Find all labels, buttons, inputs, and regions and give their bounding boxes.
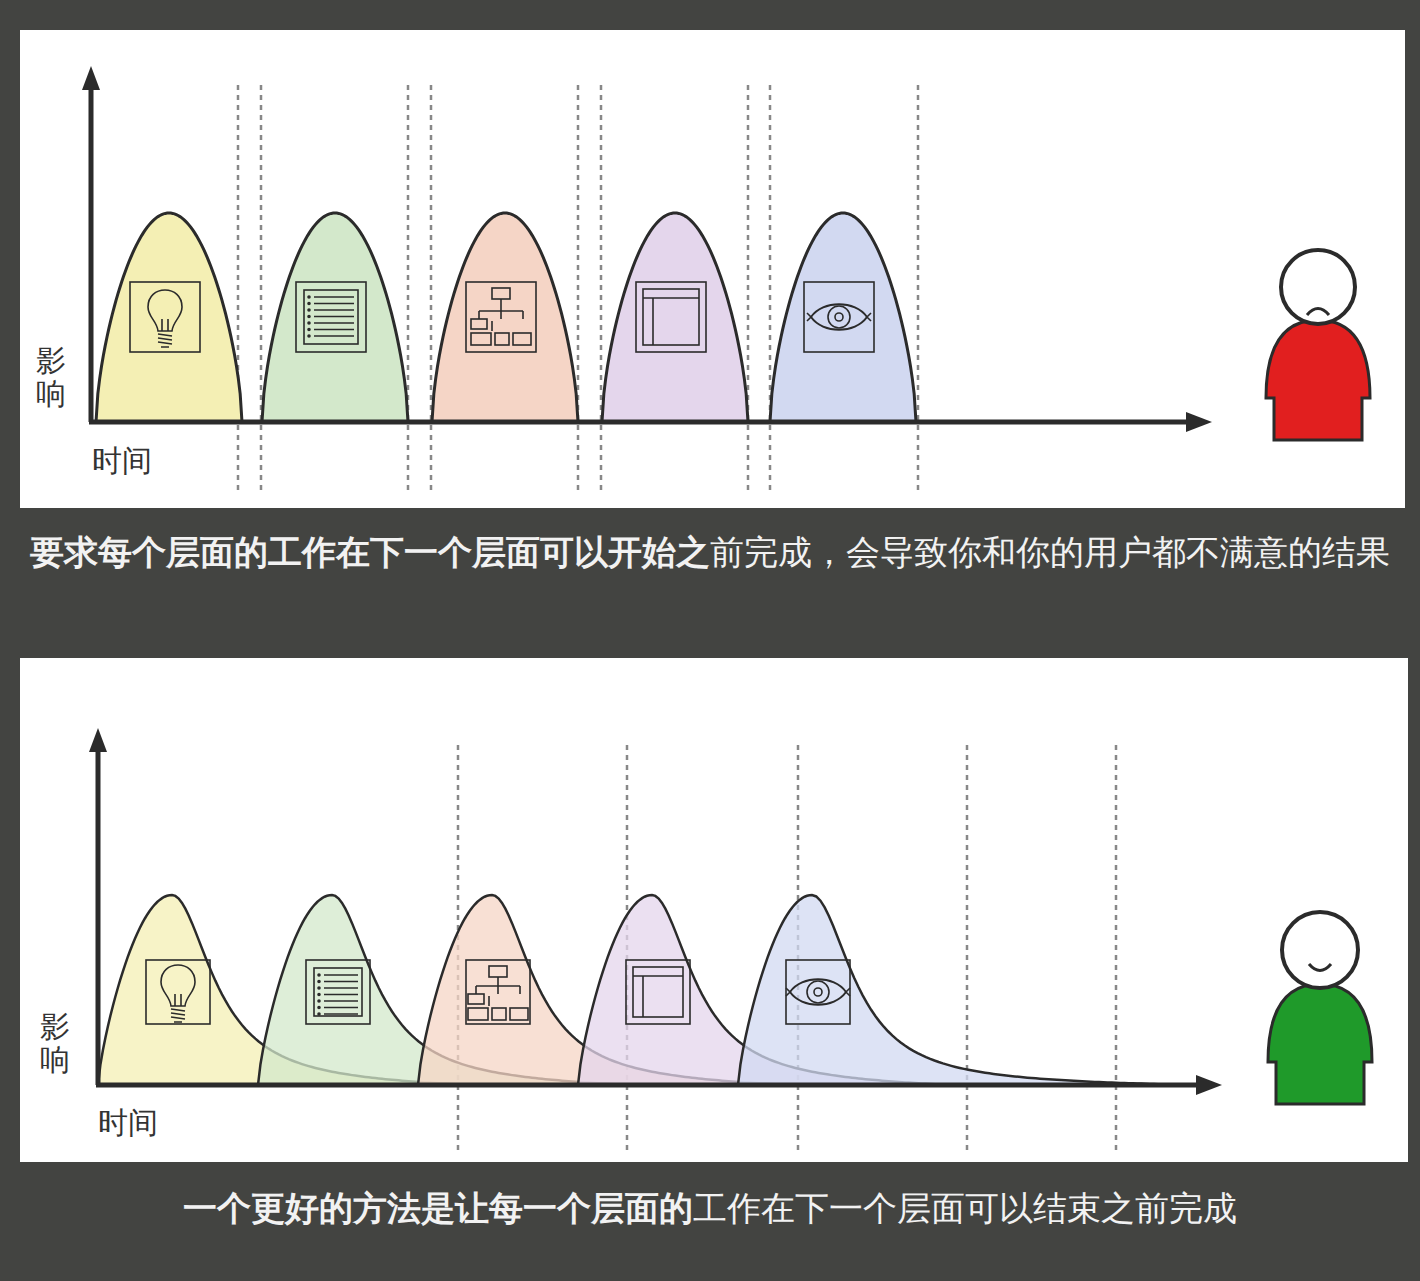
axis-label: 时间 <box>92 444 152 477</box>
bulb-icon <box>146 960 210 1024</box>
org-icon <box>466 960 530 1024</box>
caption-text: 工作在下一个层面可以结束之前完成 <box>693 1188 1237 1228</box>
eye-icon <box>804 282 874 352</box>
phase-divider <box>407 85 410 490</box>
axes <box>89 728 1222 1095</box>
phase-divider <box>1115 745 1118 1150</box>
axes <box>82 66 1212 432</box>
list-icon <box>296 282 366 352</box>
phase-divider <box>600 85 603 490</box>
happy-user <box>1268 912 1372 1104</box>
axis-label: 影响 <box>40 1010 70 1076</box>
phase-divider <box>917 85 920 490</box>
unhappy-user <box>1266 250 1370 440</box>
caption-text: 一个更好的方法是让每一个层面的 <box>183 1188 693 1228</box>
phase-divider <box>430 85 433 490</box>
phase-divider <box>747 85 750 490</box>
layout-icon <box>636 282 706 352</box>
phase-curve <box>738 895 1192 1085</box>
layout-icon <box>626 960 690 1024</box>
phase-divider <box>769 85 772 490</box>
org-icon <box>466 282 536 352</box>
phase-divider <box>577 85 580 490</box>
axis-label: 时间 <box>98 1106 158 1139</box>
list-icon <box>306 960 370 1024</box>
caption-text: 前完成，会导致你和你的用户都不满意的结果 <box>710 532 1390 572</box>
panel <box>20 30 1405 508</box>
phase-curve <box>432 213 578 422</box>
bulb-icon <box>130 282 200 352</box>
phase-curve <box>262 213 408 422</box>
caption: 一个更好的方法是让每一个层面的工作在下一个层面可以结束之前完成 <box>20 1176 1400 1240</box>
phase-curve <box>602 213 748 422</box>
panel <box>20 658 1408 1162</box>
phase-divider <box>966 745 969 1150</box>
eye-icon <box>786 960 850 1024</box>
phase-curve <box>96 213 242 422</box>
phase-divider <box>237 85 240 490</box>
caption: 要求每个层面的工作在下一个层面可以开始之前完成，会导致你和你的用户都不满意的结果 <box>20 520 1400 584</box>
caption-text: 要求每个层面的工作在下一个层面可以开始之 <box>30 532 710 572</box>
phase-divider <box>260 85 263 490</box>
phase-curve <box>770 213 916 422</box>
axis-label: 影响 <box>36 344 66 410</box>
